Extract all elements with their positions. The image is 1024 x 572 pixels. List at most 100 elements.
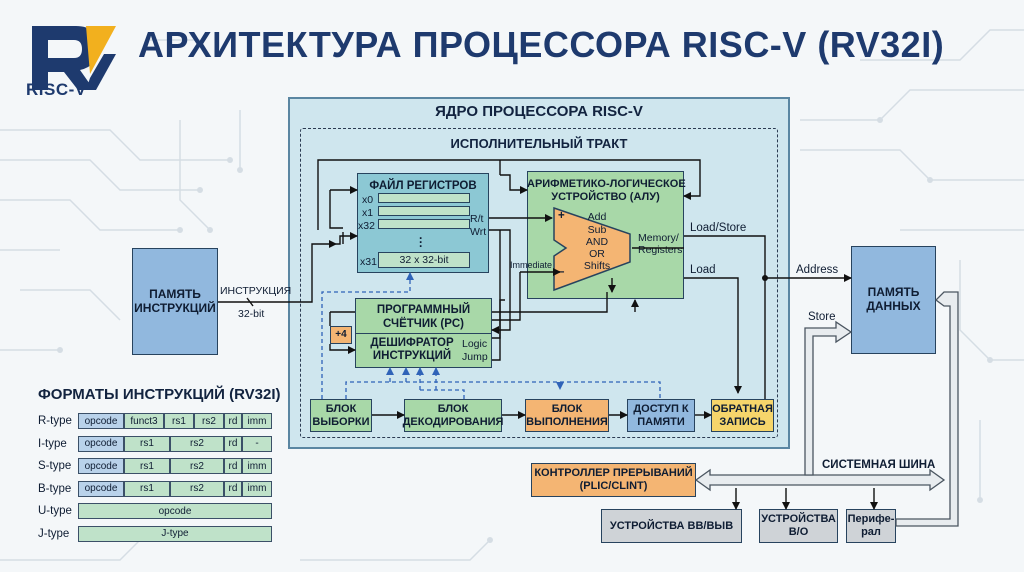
interrupt-controller: КОНТРОЛЛЕР ПРЕРЫВАНИЙ (PLIC/CLINT)	[531, 463, 696, 497]
format-field: opcode	[78, 435, 124, 452]
stage-execute: БЛОК ВЫПОЛНЕНИЯ	[525, 399, 609, 432]
register-port-read: R/t	[470, 213, 484, 225]
format-row: J-type J-type	[38, 525, 272, 543]
core-title: ЯДРО ПРОЦЕССОРА RISC-V	[435, 103, 643, 120]
format-field: rd	[224, 413, 242, 429]
format-field: rd	[224, 480, 242, 497]
format-field: J-type	[78, 525, 272, 542]
alu-immediate-label: Immediate	[510, 260, 553, 270]
alu-op-add: Add	[587, 211, 607, 223]
device-io: УСТРОЙСТВА ВВ/ВЫВ	[601, 509, 742, 543]
alu-op-shifts: Shifts	[583, 260, 611, 272]
load-store-label: Load/Store	[690, 222, 747, 234]
stage-execute-line1: БЛОК	[551, 402, 583, 415]
format-field: funct3	[124, 413, 164, 429]
ellipsis-icon: ···	[419, 231, 423, 253]
pc-title-line2: СЧЁТЧИК (PC)	[382, 318, 464, 330]
wire-instruction-bus	[218, 240, 337, 303]
device-peripheral-line2: рал	[861, 526, 881, 538]
register-label-x1: x1	[362, 207, 374, 219]
data-memory: ПАМЯТЬ ДАННЫХ	[851, 246, 936, 354]
format-field: rs2	[170, 435, 224, 452]
device-peripheral: Перифе- рал	[846, 509, 896, 543]
instruction-bus-width: 32-bit	[238, 308, 265, 320]
risc-v-logo-icon	[32, 26, 116, 90]
device-io-2-line1: УСТРОЙСТВА	[761, 513, 836, 526]
format-field: -	[242, 435, 272, 452]
device-peripheral-line1: Перифе-	[847, 513, 895, 526]
store-bus-arrow	[804, 320, 853, 476]
format-field: rs1	[124, 458, 170, 474]
format-field: rs1	[124, 480, 170, 497]
alu-output-line2: Registers	[638, 244, 683, 256]
decoder-logic-label: Logic	[462, 338, 488, 350]
pc-increment-box: +4	[330, 326, 352, 344]
address-label: Address	[796, 264, 839, 276]
decoder-jump-label: Jump	[462, 351, 488, 363]
format-name: R-type	[38, 415, 72, 427]
format-field: imm	[242, 458, 272, 474]
wire-load-store	[684, 235, 766, 399]
data-memory-line2: ДАННЫХ	[866, 299, 921, 313]
data-memory-line1: ПАМЯТЬ	[867, 285, 920, 300]
format-name: J-type	[38, 527, 70, 540]
instruction-memory: ПАМЯТЬ ИНСТРУКЦИЙ	[132, 248, 218, 355]
alu-op-or: OR	[589, 248, 605, 260]
device-io-label: УСТРОЙСТВА ВВ/ВЫВ	[609, 519, 734, 532]
format-field: opcode	[78, 480, 124, 497]
alu-title-line2: УСТРОЙСТВО (АЛУ)	[551, 191, 660, 203]
register-label-x32: x32	[358, 220, 375, 232]
device-io-2-line2: В/О	[788, 526, 809, 538]
register-row	[378, 193, 470, 203]
stage-memory-access: ДОСТУП К ПАМЯТИ	[627, 399, 695, 432]
pc-title-line1: ПРОГРАММНЫЙ	[376, 304, 471, 316]
register-size: 32 x 32-bit	[378, 252, 470, 268]
format-field: rd	[224, 458, 242, 474]
peripheral-bus-arrow	[895, 291, 959, 527]
execution-path-frame	[300, 128, 778, 438]
wire-control-dashed	[321, 272, 414, 399]
stage-decode-line2: ДЕКОДИРОВАНИЯ	[402, 415, 504, 428]
register-label-x0: x0	[362, 194, 374, 206]
decoder-title-line1: ДЕШИФРАТОР	[370, 337, 454, 349]
alu-plus: +	[558, 210, 565, 222]
format-field: rd	[224, 435, 242, 452]
format-name: B-type	[38, 482, 72, 495]
stage-writeback-line1: ОБРАТНАЯ	[712, 402, 773, 415]
logo-text: RISC-V	[26, 80, 87, 99]
instruction-memory-line2: ИНСТРУКЦИЙ	[134, 300, 216, 315]
stage-memory-line2: ПАМЯТИ	[637, 415, 685, 428]
page-title: АРХИТЕКТУРА ПРОЦЕССОРА RISC-V (RV32I)	[138, 24, 945, 65]
format-field: rs2	[170, 458, 224, 474]
execution-path-title: ИСПОЛНИТЕЛЬНЫЙ ТРАКТ	[450, 136, 628, 151]
formats-title: ФОРМАТЫ ИНСТРУКЦИЙ (RV32I)	[38, 386, 281, 403]
stage-execute-line2: ВЫПОЛНЕНИЯ	[526, 415, 608, 428]
system-bus-label: СИСТЕМНАЯ ШИНА	[822, 459, 936, 471]
register-label-x31: x31	[360, 256, 377, 268]
alu-op-and: AND	[585, 236, 609, 248]
store-label: Store	[808, 311, 836, 323]
register-row	[378, 219, 470, 229]
alu-output-line1: Memory/	[638, 232, 679, 244]
alu-title-line1: АРИФМЕТИКО-ЛОГИЧЕСКОЕ	[527, 178, 686, 190]
format-field: rs1	[124, 435, 170, 452]
format-name: I-type	[38, 437, 67, 450]
format-field: opcode	[78, 413, 124, 429]
format-field: rs2	[170, 480, 224, 497]
format-field: imm	[242, 480, 272, 497]
decoder-title-line2: ИНСТРУКЦИЙ	[372, 350, 452, 362]
alu-op-sub: Sub	[587, 224, 607, 236]
format-field: opcode	[78, 458, 124, 474]
pc-decoder-divider	[355, 333, 492, 334]
format-name: S-type	[38, 460, 72, 472]
device-io-2: УСТРОЙСТВА В/О	[759, 509, 838, 543]
wire-load	[684, 277, 742, 394]
register-file-title: ФАЙЛ РЕГИСТРОВ	[369, 180, 477, 192]
stage-writeback-line2: ЗАПИСЬ	[719, 415, 766, 428]
alu-minus: –	[558, 266, 565, 278]
format-field: rs1	[164, 413, 194, 429]
